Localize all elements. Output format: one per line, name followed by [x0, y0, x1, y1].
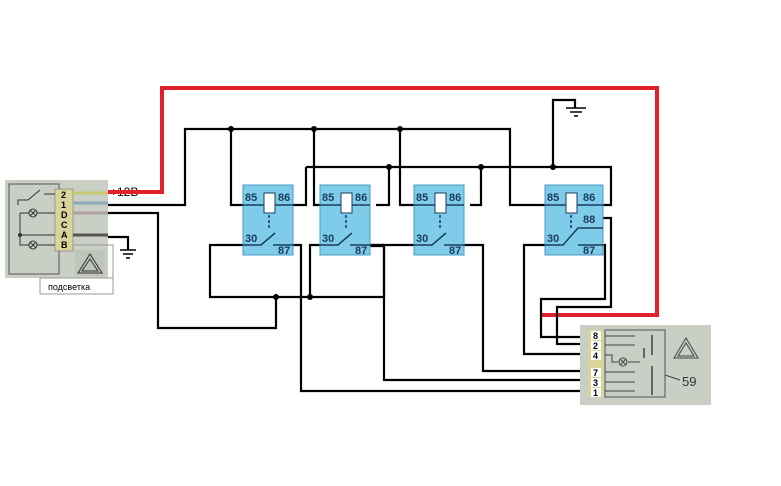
- bus-86-wire: [306, 165, 613, 207]
- label-leader: [664, 374, 681, 381]
- right-pin-2: 2: [593, 341, 598, 351]
- pin-86-label: 86: [583, 192, 595, 204]
- pin-30-label: 30: [245, 233, 257, 245]
- pin-85-label: 85: [547, 192, 559, 204]
- right-pin-4: 4: [593, 351, 598, 361]
- relay4-88-wire: [555, 216, 613, 346]
- top-ground-wire: [551, 98, 577, 167]
- ground-icon: [108, 235, 136, 259]
- pin-87-label: 87: [583, 245, 595, 257]
- pin-87-label: 87: [278, 245, 290, 257]
- switch-icon: [17, 189, 55, 205]
- right-internal-wiring: [605, 335, 640, 392]
- right-connector: 8 2 4 7 3 1 59: [580, 325, 711, 405]
- left-pin-B: B: [61, 240, 68, 250]
- relay2-87-wire: [370, 244, 590, 382]
- pin-30-label: 30: [322, 233, 334, 245]
- junction-dot: [18, 233, 22, 237]
- pin-86-label: 86: [355, 192, 367, 204]
- pin-85-label: 85: [322, 192, 334, 204]
- left-pin-block: [54, 188, 74, 252]
- relay1-86-wire: [292, 167, 308, 207]
- backlight-caption-box: [39, 277, 114, 295]
- relay-3: 85 86 30 87: [413, 184, 465, 257]
- pin-86-label: 86: [449, 192, 461, 204]
- bus-30-wire: [208, 243, 416, 299]
- right-pin-7: 7: [593, 368, 598, 378]
- relay2-86-wire: [376, 167, 391, 207]
- relay1-87-wire: [285, 243, 590, 393]
- ground-icon: [566, 107, 586, 117]
- right-pin-3: 3: [593, 378, 598, 388]
- relay-1: 85 86 30 87: [242, 184, 294, 257]
- relay3-87-wire: [463, 243, 590, 373]
- relay-4: 85 86 88 30 87: [544, 184, 604, 257]
- left-pin-1: 1: [61, 200, 66, 210]
- coil-icon: [565, 192, 578, 214]
- relay3-85-wire: [398, 129, 416, 207]
- supply-wire: [108, 86, 659, 317]
- pin-30-label: 30: [416, 233, 428, 245]
- switch-contact-icon: [545, 227, 603, 246]
- left-pin-2: 2: [61, 190, 66, 200]
- relay2-30-wire: [308, 243, 322, 297]
- bus-85-wire: [108, 127, 545, 207]
- coil-icon: [434, 192, 447, 214]
- lamp-icon: [618, 357, 628, 367]
- backlight-caption: подсветка: [48, 282, 90, 292]
- left-pin-D: D: [61, 210, 68, 220]
- relay3-86-wire: [470, 167, 483, 207]
- junction-dot: [228, 126, 234, 132]
- left-internal-wiring: [19, 212, 55, 246]
- relay1-85-wire: [229, 129, 245, 207]
- relay2-85-wire: [312, 129, 322, 207]
- d-pin-wire: [108, 211, 278, 330]
- switch-contact-icon: [243, 232, 276, 246]
- junction-dot: [311, 126, 317, 132]
- caption-leader: [73, 244, 114, 278]
- relay4-30-wire: [522, 243, 590, 356]
- right-pin-1: 1: [593, 388, 598, 398]
- junction-dot: [386, 164, 392, 170]
- junction-dot: [307, 294, 313, 300]
- hazard-triangle-icon: [77, 253, 103, 274]
- pin-88-label: 88: [583, 214, 595, 226]
- relay4-87-wire: [539, 243, 607, 339]
- junction-dot: [397, 126, 403, 132]
- pin-87-label: 87: [449, 245, 461, 257]
- pin-85-label: 85: [416, 192, 428, 204]
- connector-number-label: 59: [682, 374, 696, 389]
- pin-87-label: 87: [355, 245, 367, 257]
- switch-contacts-icon: [643, 335, 653, 395]
- left-connector: 2 1 D C A B подсветка: [5, 180, 114, 295]
- hazard-triangle-icon: [673, 337, 699, 359]
- switch-contact-icon: [320, 232, 353, 246]
- relay-2: 85 86 30 87: [319, 184, 371, 257]
- right-pin-8: 8: [593, 331, 598, 341]
- coil-icon: [340, 192, 353, 214]
- coil-icon: [263, 192, 276, 214]
- pin-86-label: 86: [278, 192, 290, 204]
- pin-30-label: 30: [547, 233, 559, 245]
- junction-dot: [478, 164, 484, 170]
- left-pin-A: A: [61, 230, 68, 240]
- switch-contact-icon: [414, 232, 447, 246]
- left-pin-C: C: [61, 220, 68, 230]
- pin-85-label: 85: [245, 192, 257, 204]
- right-inner-frame: [604, 329, 666, 398]
